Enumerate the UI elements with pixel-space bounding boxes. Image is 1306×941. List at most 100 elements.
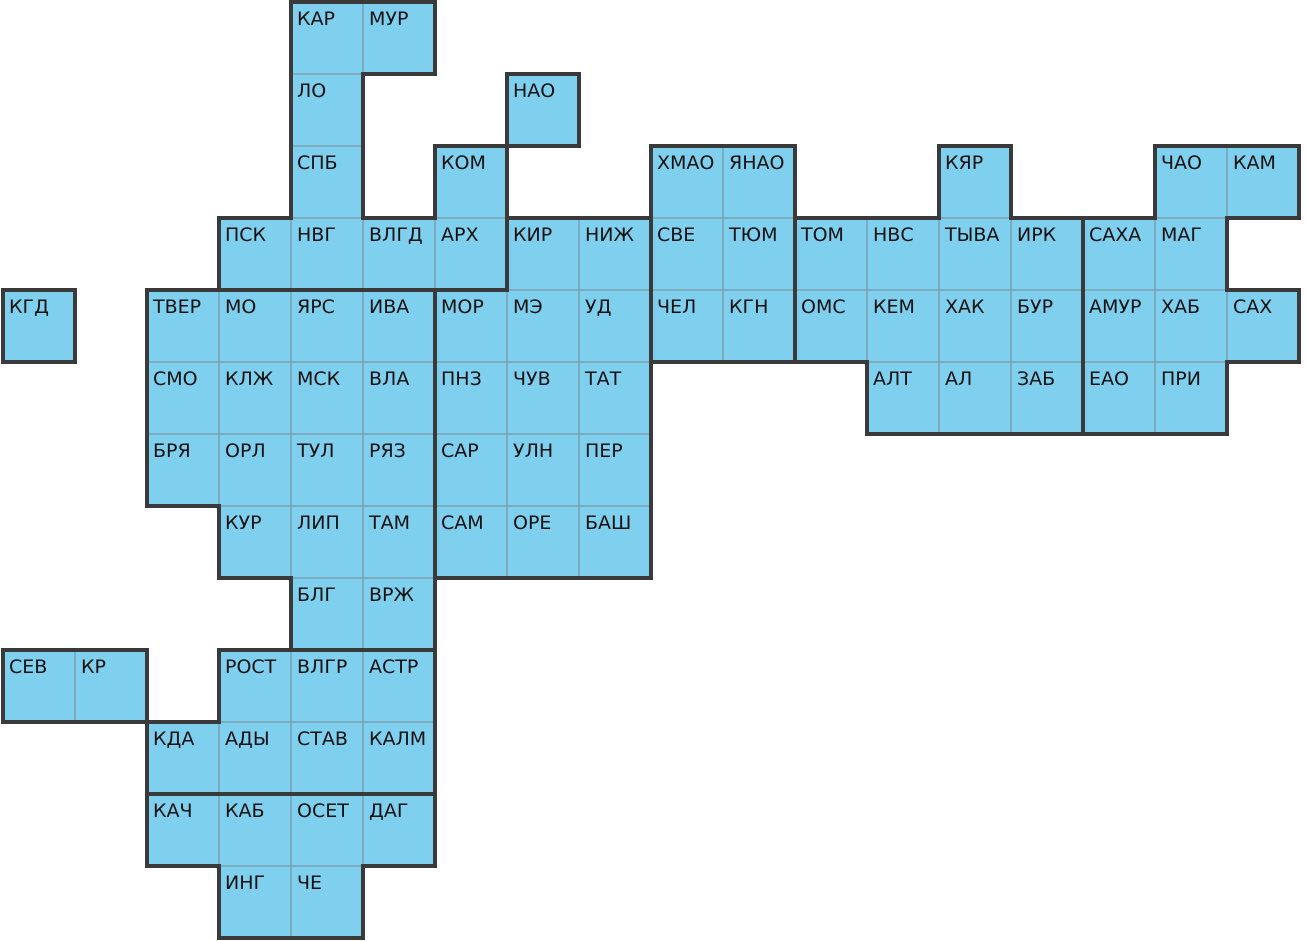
region-code-label: АМУР <box>1089 296 1141 318</box>
region-tile-fill <box>578 217 652 291</box>
region-code-label: БАШ <box>585 512 631 534</box>
region-code-label: ПРИ <box>1161 368 1201 390</box>
region-code-label: САХ <box>1233 296 1272 318</box>
region-tile-fill <box>506 361 580 435</box>
region-code-label: ИРК <box>1017 224 1057 246</box>
region-code-label: МО <box>225 296 256 318</box>
region-code-label: ПНЗ <box>441 368 482 390</box>
region-code-label: НАО <box>513 80 555 102</box>
region-code-label: ВЛГР <box>297 656 347 678</box>
region-tile: КАЛМ <box>362 721 436 795</box>
region-code-label: КДА <box>153 728 194 750</box>
region-code-label: БУР <box>1017 296 1053 318</box>
region-tile-fill <box>506 505 580 579</box>
region-code-label: ТОМ <box>800 224 844 246</box>
region-tile: САХА <box>1082 217 1156 291</box>
region-tile: ЕАО <box>1082 361 1156 435</box>
region-code-label: ЧУВ <box>513 368 551 390</box>
region-code-label: СВЕ <box>657 224 695 246</box>
region-code-label: КГД <box>9 296 49 318</box>
region-tile-fill <box>74 649 148 723</box>
region-code-label: АЛТ <box>873 368 912 390</box>
region-tile: КАМ <box>1226 145 1300 219</box>
region-code-label: РЯЗ <box>369 440 406 462</box>
region-code-label: ПЕР <box>585 440 623 462</box>
region-code-label: КР <box>81 656 106 678</box>
region-tile: КИР <box>506 217 580 291</box>
region-tile: РЯЗ <box>362 433 436 507</box>
region-code-label: САХА <box>1089 224 1141 246</box>
region-tile-fill <box>1082 289 1156 363</box>
region-code-label: ЛИП <box>297 512 340 534</box>
region-tile: САМ <box>434 505 508 579</box>
region-code-label: ОРЛ <box>225 440 266 462</box>
region-tile: КАР <box>290 1 364 75</box>
region-tile-fill <box>290 361 364 435</box>
region-tile-fill <box>506 433 580 507</box>
region-code-label: КИР <box>513 224 552 246</box>
region-code-label: САР <box>441 440 479 462</box>
region-tile-fill <box>578 433 652 507</box>
region-tile-fill <box>290 577 364 651</box>
region-tile-fill <box>1154 145 1228 219</box>
region-code-label: ЯНАО <box>729 152 784 174</box>
region-tile: МОР <box>434 289 508 363</box>
region-code-label: МЭ <box>513 296 543 318</box>
region-code-label: ТАТ <box>584 368 622 390</box>
region-tile-fill <box>866 361 940 435</box>
region-code-label: ИВА <box>369 296 409 318</box>
region-tile-fill <box>290 217 364 291</box>
region-tile: ИВА <box>362 289 436 363</box>
region-tile-fill <box>1010 361 1084 435</box>
region-tile: БАШ <box>578 505 652 579</box>
region-code-label: СТАВ <box>297 728 348 750</box>
region-tile: КЕМ <box>866 289 940 363</box>
region-code-label: УЛН <box>513 440 553 462</box>
region-code-label: БРЯ <box>153 440 191 462</box>
region-tile: БЛГ <box>290 577 364 651</box>
region-tile: САР <box>434 433 508 507</box>
region-tile-fill <box>938 217 1012 291</box>
region-tile-fill <box>722 217 796 291</box>
region-tile: МСК <box>290 361 364 435</box>
region-tile-fill <box>938 145 1012 219</box>
region-tile: ВЛГР <box>290 649 364 723</box>
region-tile: ОРЛ <box>218 433 292 507</box>
region-tile: ТАТ <box>578 361 652 435</box>
region-tile: ОСЕТ <box>290 793 364 867</box>
region-tile: АСТР <box>362 649 436 723</box>
region-code-label: КАЧ <box>153 800 193 822</box>
region-code-label: ЯРС <box>297 296 335 318</box>
region-code-label: КОМ <box>441 152 486 174</box>
region-tile: ПНЗ <box>434 361 508 435</box>
region-code-label: БЛГ <box>297 584 336 606</box>
region-tile-fill <box>1154 289 1228 363</box>
region-tile-fill <box>1154 217 1228 291</box>
region-tile: КЯР <box>938 145 1012 219</box>
region-code-label: НВГ <box>297 224 336 246</box>
region-tile-fill <box>650 289 724 363</box>
region-tile: НВГ <box>290 217 364 291</box>
region-code-label: ХМАО <box>657 152 714 174</box>
region-tile: УД <box>578 289 652 363</box>
region-tile: УЛН <box>506 433 580 507</box>
region-code-label: УД <box>585 296 611 318</box>
region-code-label: САМ <box>441 512 484 534</box>
region-code-label: СМО <box>153 368 198 390</box>
region-tile: БРЯ <box>146 433 220 507</box>
region-tile: СТАВ <box>290 721 364 795</box>
region-tile: КДА <box>146 721 220 795</box>
region-tile: НАО <box>506 73 580 147</box>
region-code-label: КЯР <box>945 152 983 174</box>
region-tile-fill <box>218 649 292 723</box>
region-code-label: ЧЕ <box>297 872 322 894</box>
region-tile-fill <box>1082 361 1156 435</box>
region-tile: ЗАБ <box>1010 361 1084 435</box>
region-code-label: ТАМ <box>368 512 410 534</box>
region-code-label: РОСТ <box>225 656 277 678</box>
region-tile-fill <box>218 865 292 939</box>
region-code-label: ВРЖ <box>369 584 414 606</box>
region-tile-fill <box>2 289 76 363</box>
region-tile: ЛИП <box>290 505 364 579</box>
